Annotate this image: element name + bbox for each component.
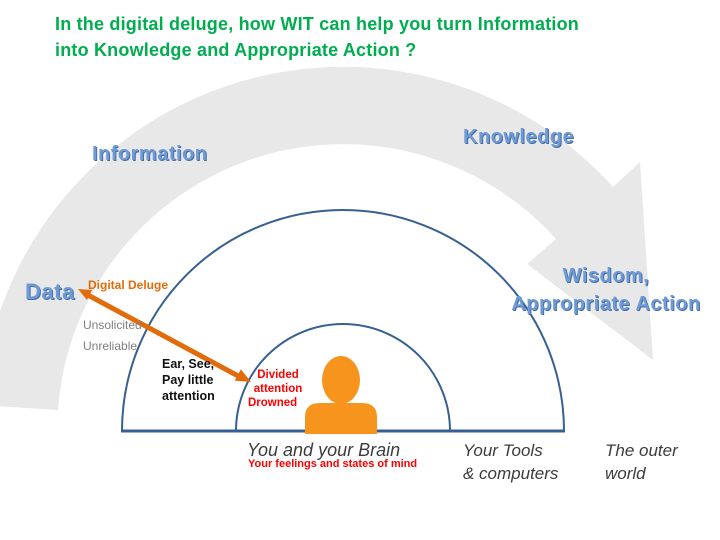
label-wisdom-line2: Appropriate Action: [511, 293, 701, 315]
label-wisdom-line1: Wisdom,: [562, 265, 650, 287]
note-divided-attention: Divided attention: [249, 368, 307, 396]
ear-see-line1: Ear, See,: [162, 357, 215, 371]
slide-title-line1: In the digital deluge, how WIT can help …: [55, 14, 579, 34]
note-drowned: Drowned: [248, 397, 298, 409]
label-wisdom-appropriate-action: Wisdom, Appropriate Action: [490, 262, 720, 318]
deluge-arrow-icon: [78, 289, 251, 382]
zone-you-and-your-brain: You and your Brain: [247, 440, 401, 460]
zone-your-tools-computers: Your Tools & computers: [463, 439, 558, 485]
note-unreliable: Unreliable: [83, 339, 138, 353]
label-data: Data: [25, 279, 75, 304]
zone-tools-line2: & computers: [463, 464, 559, 483]
ear-see-line3: attention: [162, 389, 215, 403]
label-digital-deluge: Digital Deluge: [88, 278, 169, 292]
label-knowledge: Knowledge: [463, 126, 575, 148]
note-ear-see-pay-little-attention: Ear, See, Pay little attention: [162, 356, 215, 404]
label-information: Information: [92, 143, 208, 165]
zone-brain-subtitle: Your feelings and states of mind: [248, 458, 418, 470]
zone-world-line1: The outer: [605, 441, 678, 460]
slide-title-line2: into Knowledge and Appropriate Action ?: [55, 40, 417, 60]
divided-line1: Divided: [257, 369, 299, 381]
curved-arrow-icon: [0, 66, 653, 410]
divided-line2: attention: [253, 383, 303, 395]
note-unsolicited: Unsolicited: [83, 318, 142, 332]
inner-semicircle: [235, 323, 451, 432]
ear-see-line2: Pay little: [162, 373, 214, 387]
zone-world-line2: world: [605, 464, 646, 483]
slide-title: In the digital deluge, how WIT can help …: [55, 11, 579, 63]
person-icon: [305, 356, 377, 434]
zone-tools-line1: Your Tools: [463, 441, 543, 460]
zone-the-outer-world: The outer world: [605, 439, 678, 485]
